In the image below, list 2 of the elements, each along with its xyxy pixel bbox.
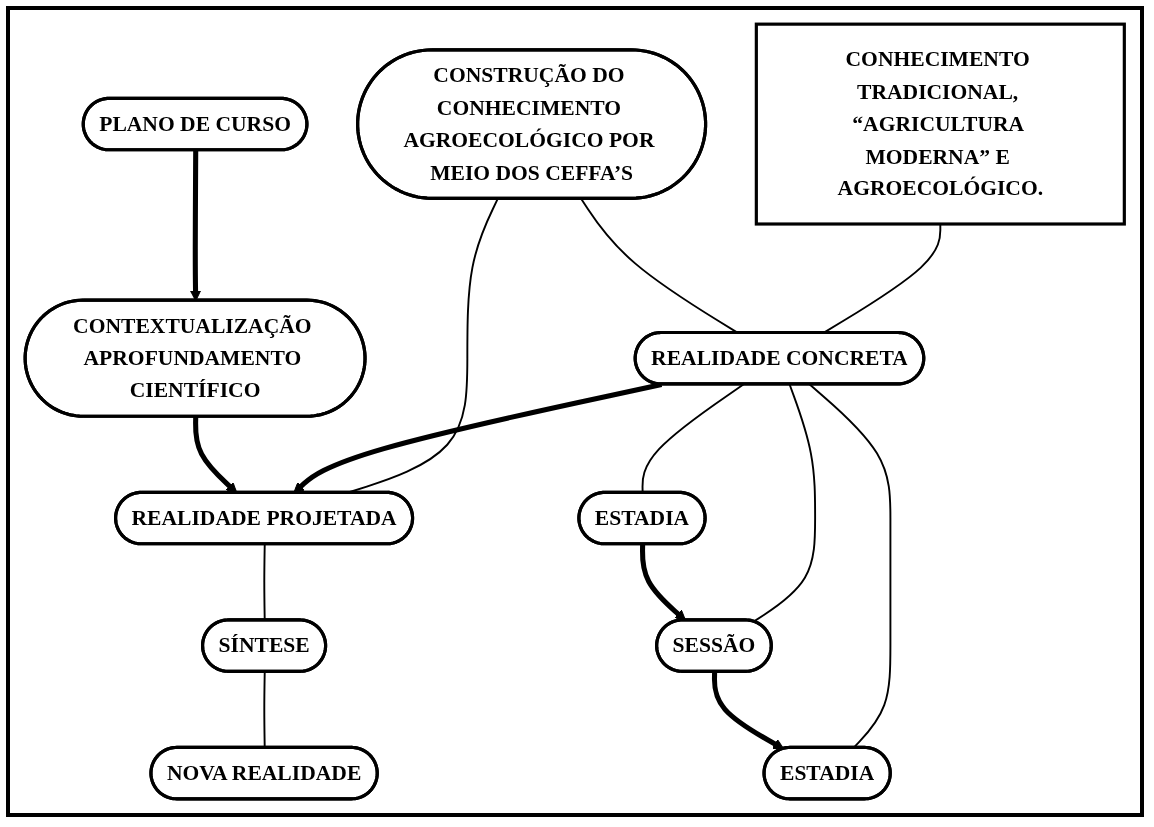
arrow [712,671,785,750]
node-box: CONHECIMENTO TRADICIONAL, “AGRICULTURA MODERNA” E AGROECOLÓGICO. [755,22,1127,226]
